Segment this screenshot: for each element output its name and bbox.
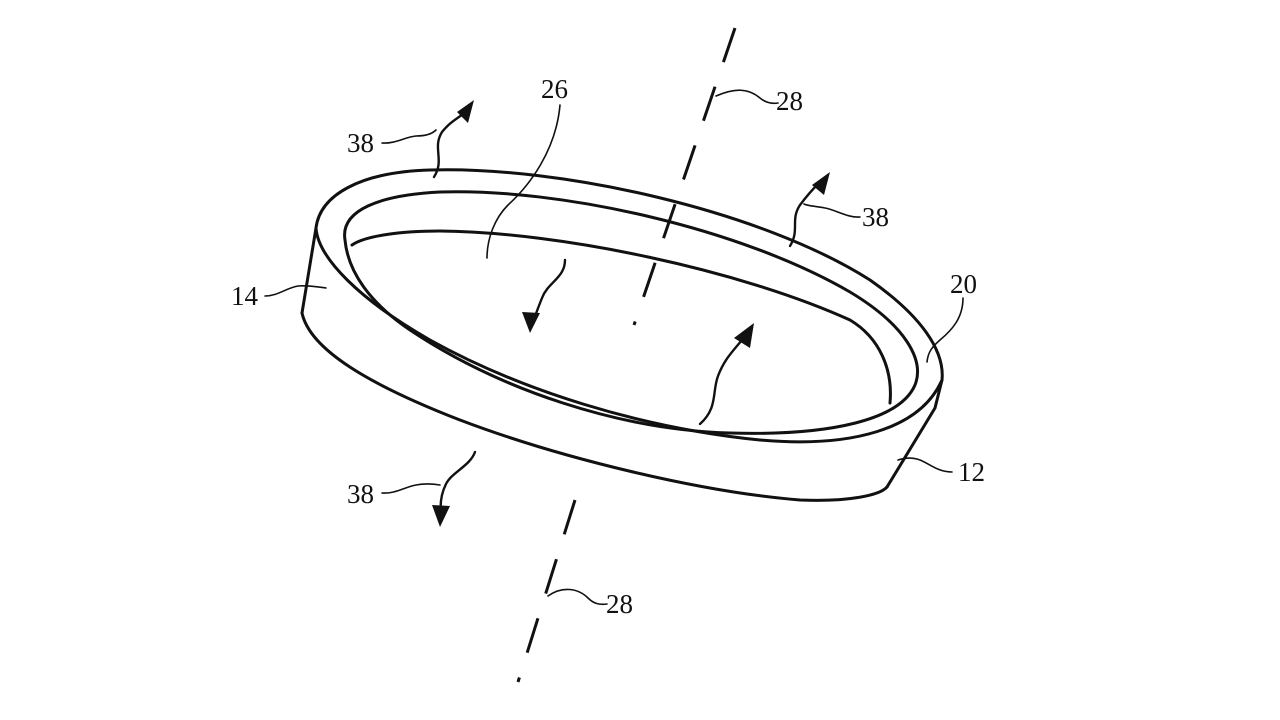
label-38-top-right: 38 — [862, 202, 889, 232]
rim-inner-edge — [343, 190, 919, 435]
emission-arrow-top-left — [432, 100, 474, 179]
outer-wall-left — [300, 226, 318, 315]
emission-arrow-inner-up — [698, 323, 754, 426]
label-26: 26 — [541, 74, 568, 104]
leader-28-top — [715, 89, 779, 105]
leader-38-top-right — [803, 203, 861, 218]
outer-bottom-edge — [300, 311, 889, 502]
label-38-bottom-left: 38 — [347, 479, 374, 509]
leader-20 — [926, 297, 964, 363]
leader-38-top-left — [381, 129, 437, 144]
leader-38-bottom-left — [381, 483, 441, 494]
ring-body — [300, 168, 944, 502]
rotation-axis-upper — [632, 27, 737, 326]
emission-arrow-inner-down — [522, 258, 567, 333]
leader-12 — [897, 457, 953, 473]
emission-arrow-top-right — [788, 172, 830, 248]
leader-14 — [264, 284, 327, 297]
label-38-top-left: 38 — [347, 128, 374, 158]
rotation-axis-lower — [516, 499, 577, 683]
inner-floor-edge — [350, 229, 892, 405]
outer-top-front-edge — [314, 226, 944, 444]
label-12: 12 — [958, 457, 985, 487]
label-20: 20 — [950, 269, 977, 299]
leader-26 — [486, 104, 561, 259]
label-14: 14 — [231, 281, 259, 311]
outer-wall-right — [885, 378, 944, 489]
leader-28-bottom — [547, 588, 608, 606]
emission-arrow-bottom-left — [432, 450, 477, 527]
rim-outer-edge — [314, 168, 944, 382]
label-28-bottom: 28 — [606, 589, 633, 619]
label-28-top: 28 — [776, 86, 803, 116]
